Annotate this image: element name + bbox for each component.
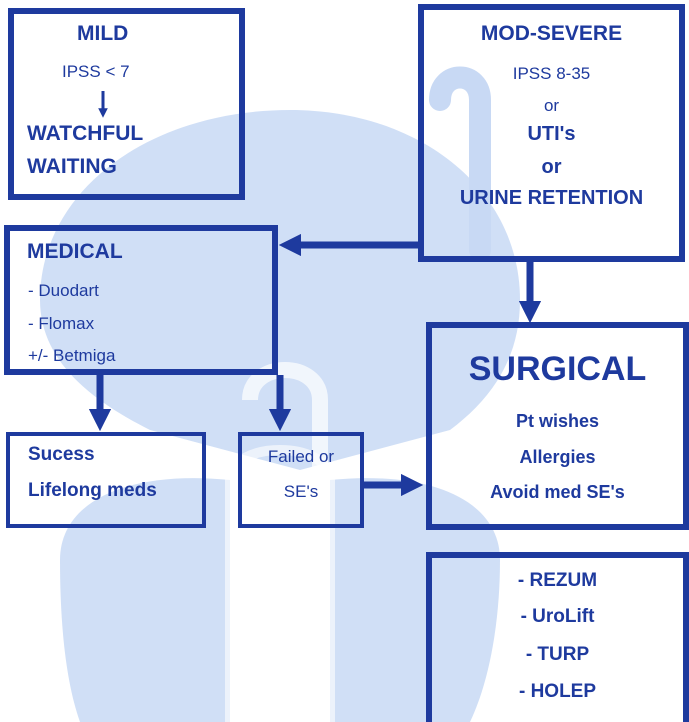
failed-line1: Failed or bbox=[267, 447, 335, 466]
failed-line2: SE's bbox=[283, 482, 319, 501]
mod-severe-box bbox=[418, 4, 685, 262]
procedure-turp: - TURP bbox=[525, 644, 590, 665]
mod-severe-retention: URINE RETENTION bbox=[459, 187, 644, 209]
mild-action-line1: WATCHFUL bbox=[27, 122, 144, 145]
medical-title: MEDICAL bbox=[27, 240, 123, 263]
mild-criteria: IPSS < 7 bbox=[62, 62, 130, 81]
mod-severe-or-2: or bbox=[541, 156, 562, 178]
mod-severe-title: MOD-SEVERE bbox=[480, 22, 623, 45]
success-line2: Lifelong meds bbox=[28, 480, 157, 501]
procedure-urolift: - UroLift bbox=[520, 606, 595, 627]
surgical-reason-allergies: Allergies bbox=[519, 447, 596, 467]
procedure-holep: - HOLEP bbox=[518, 681, 597, 702]
mod-severe-criteria: IPSS 8-35 bbox=[512, 64, 591, 83]
medical-item-duodart: - Duodart bbox=[28, 281, 99, 300]
surgical-reason-pt-wishes: Pt wishes bbox=[515, 411, 600, 431]
mild-title: MILD bbox=[77, 22, 129, 45]
success-line1: Sucess bbox=[28, 444, 95, 465]
surgical-box bbox=[426, 322, 689, 530]
mild-action-line2: WAITING bbox=[27, 155, 117, 178]
procedure-rezum: - REZUM bbox=[517, 570, 598, 591]
mod-severe-or-1: or bbox=[543, 96, 560, 115]
surgical-title: SURGICAL bbox=[468, 350, 647, 388]
medical-item-flomax: - Flomax bbox=[28, 314, 95, 333]
mild-box bbox=[8, 8, 245, 200]
medical-box bbox=[4, 225, 278, 375]
success-box bbox=[6, 432, 206, 528]
failed-box bbox=[238, 432, 364, 528]
surgical-reason-avoid-se: Avoid med SE's bbox=[490, 482, 625, 502]
procedures-box bbox=[426, 552, 689, 722]
medical-item-betmiga: +/- Betmiga bbox=[28, 346, 116, 365]
mod-severe-uti: UTI's bbox=[527, 123, 576, 145]
